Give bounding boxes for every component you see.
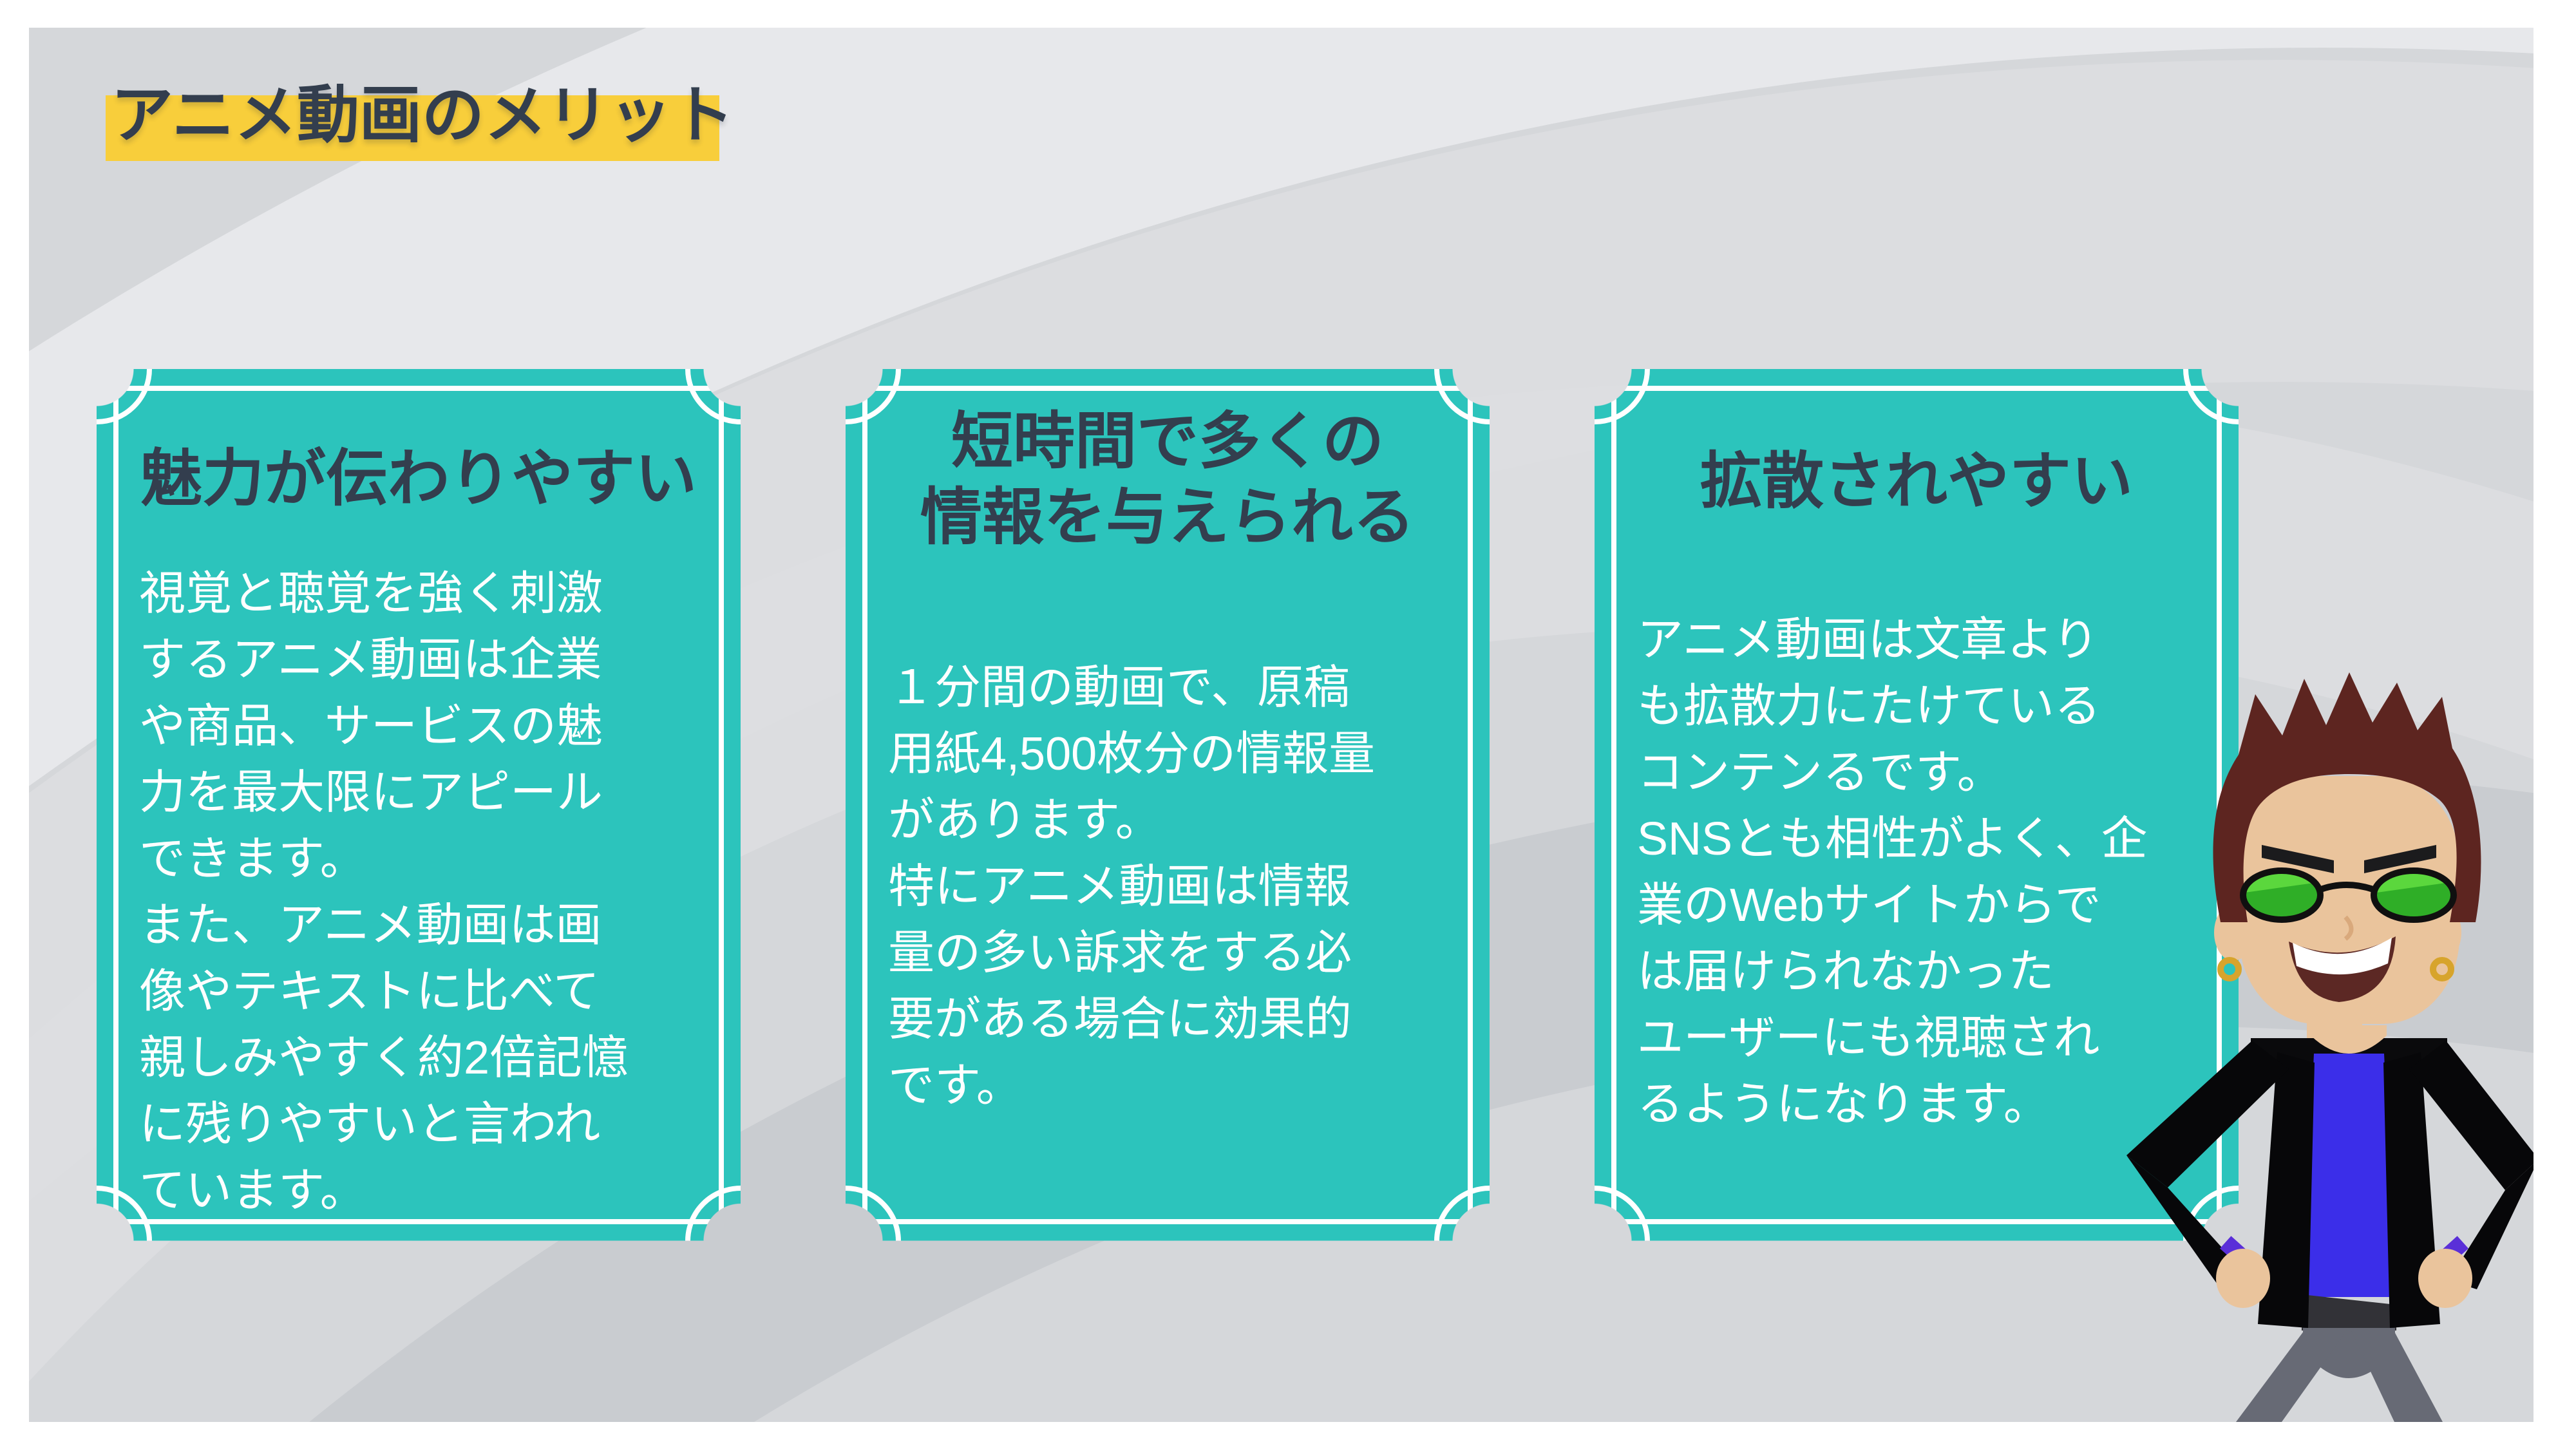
mascot-pants (2236, 1328, 2443, 1422)
benefit-card-share: 拡散されやすい アニメ動画は文章より も拡散力にたけている コンテンるです。 S… (1539, 314, 2294, 1296)
earring-icons (2217, 957, 2454, 981)
mascot-eyebrows (2262, 845, 2436, 873)
card-title: 魅力が伝わりやすい (140, 444, 697, 513)
card-body: アニメ動画は文章より も拡散力にたけている コンテンるです。 SNSとも相性がよ… (1637, 614, 2148, 1130)
slide-title-highlight: アニメ動画のメリット (106, 80, 734, 161)
card-body: １分間の動画で、原稿 用紙4,500枚分の情報量 があります。 特にアニメ動画は… (888, 662, 1376, 1112)
mascot-character (2126, 672, 2533, 1422)
card-corner-arc (1539, 1186, 1650, 1296)
card-corner-arc (685, 314, 796, 424)
card-frame (113, 386, 724, 1224)
benefit-card-information: 短時間で多くの 情報を与えられる １分間の動画で、原稿 用紙4,500枚分の情報… (790, 314, 1545, 1296)
benefit-card-appeal: 魅力が伝わりやすい 視覚と聴覚を強く刺激 するアニメ動画は企業 や商品、サービス… (41, 314, 796, 1296)
card-title: 短時間で多くの 情報を与えられる (920, 407, 1415, 552)
mascot-nose (2344, 915, 2354, 941)
card-corner-arc (790, 1186, 901, 1296)
card-frame (862, 386, 1473, 1224)
sunglasses-icon (2240, 865, 2458, 923)
card-title: 拡散されやすい (1700, 447, 2133, 516)
mascot-collar (2311, 1025, 2387, 1054)
card-corner-arc (2183, 314, 2294, 424)
slide-background: アニメ動画のメリット 魅力が伝わりやすい 視覚と聴覚を強く刺激 するアニメ動画は… (29, 28, 2533, 1422)
mascot-hair (2213, 672, 2481, 922)
slide-title: アニメ動画のメリット (111, 80, 735, 150)
card-corner-arc (41, 314, 152, 424)
card-body: 視覚と聴覚を強く刺激 するアニメ動画は企業 や商品、サービスの魅 力を最大限にア… (139, 568, 629, 1217)
card-corner-arc (1539, 314, 1650, 424)
mascot-shirt (2303, 1054, 2395, 1297)
mascot-hands (2216, 1249, 2472, 1308)
mascot-belt (2302, 1294, 2396, 1331)
card-corner-arc (1434, 1186, 1545, 1296)
mascot-jacket (2126, 1041, 2533, 1328)
mascot-smile (2289, 936, 2396, 1002)
card-corner-arc (41, 1186, 152, 1296)
